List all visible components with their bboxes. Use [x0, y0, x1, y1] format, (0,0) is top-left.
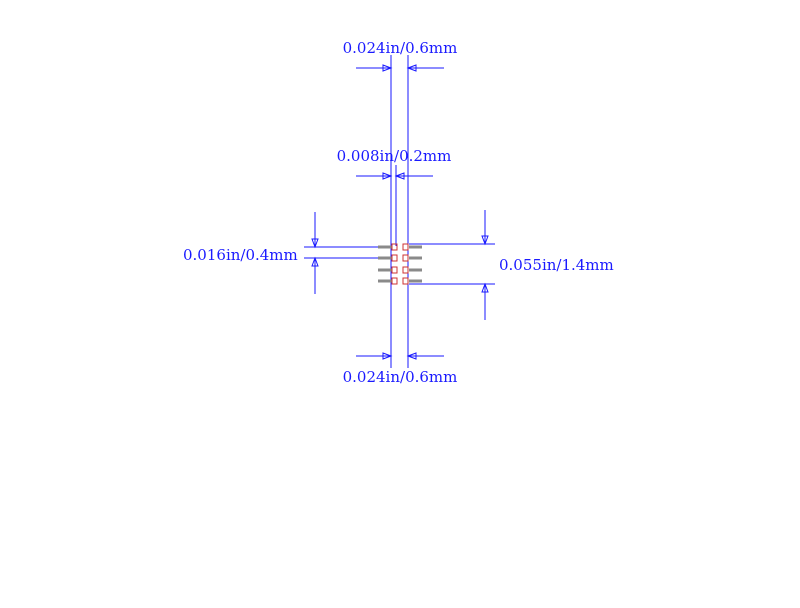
gap-width-label: 0.008in/0.2mm — [337, 147, 452, 165]
gap-width-dimension: 0.008in/0.2mm — [337, 147, 452, 180]
top-width-label: 0.024in/0.6mm — [343, 39, 458, 57]
bottom-width-dimension: 0.024in/0.6mm — [343, 352, 458, 386]
top-width-arrow-right — [406, 64, 417, 72]
pin-right — [409, 245, 422, 249]
pad — [402, 266, 409, 274]
pad — [402, 254, 409, 262]
pad — [402, 277, 409, 285]
vertical-extension-lines — [390, 55, 409, 368]
pin-pitch-label: 0.016in/0.4mm — [183, 246, 298, 264]
pad — [391, 254, 398, 262]
pin-left — [378, 268, 392, 272]
component-pads — [391, 243, 409, 285]
pin-pitch-arrow-bottom — [311, 256, 319, 267]
body-height-arrow-bottom — [481, 282, 489, 293]
bottom-width-label: 0.024in/0.6mm — [343, 368, 458, 386]
pin-pitch-arrow-top — [311, 238, 319, 249]
pad — [391, 243, 398, 251]
pin-left — [378, 245, 392, 249]
pad — [402, 243, 409, 251]
pin-right — [409, 268, 422, 272]
pin-left — [378, 279, 392, 283]
bottom-width-arrow-left — [382, 352, 393, 360]
pin-pitch-dimension: 0.016in/0.4mm — [183, 212, 390, 294]
top-width-dimension: 0.024in/0.6mm — [343, 39, 458, 72]
pad — [391, 277, 398, 285]
bottom-width-arrow-right — [406, 352, 417, 360]
component-pins — [378, 245, 422, 283]
body-height-label: 0.055in/1.4mm — [499, 256, 614, 274]
gap-width-arrow-right — [394, 172, 405, 180]
top-width-arrow-left — [382, 64, 393, 72]
pad — [391, 266, 398, 274]
pin-right — [409, 279, 422, 283]
body-height-arrow-top — [481, 235, 489, 246]
pin-left — [378, 256, 392, 260]
gap-width-arrow-left — [382, 172, 393, 180]
pin-right — [409, 256, 422, 260]
body-height-dimension: 0.055in/1.4mm — [409, 210, 614, 320]
